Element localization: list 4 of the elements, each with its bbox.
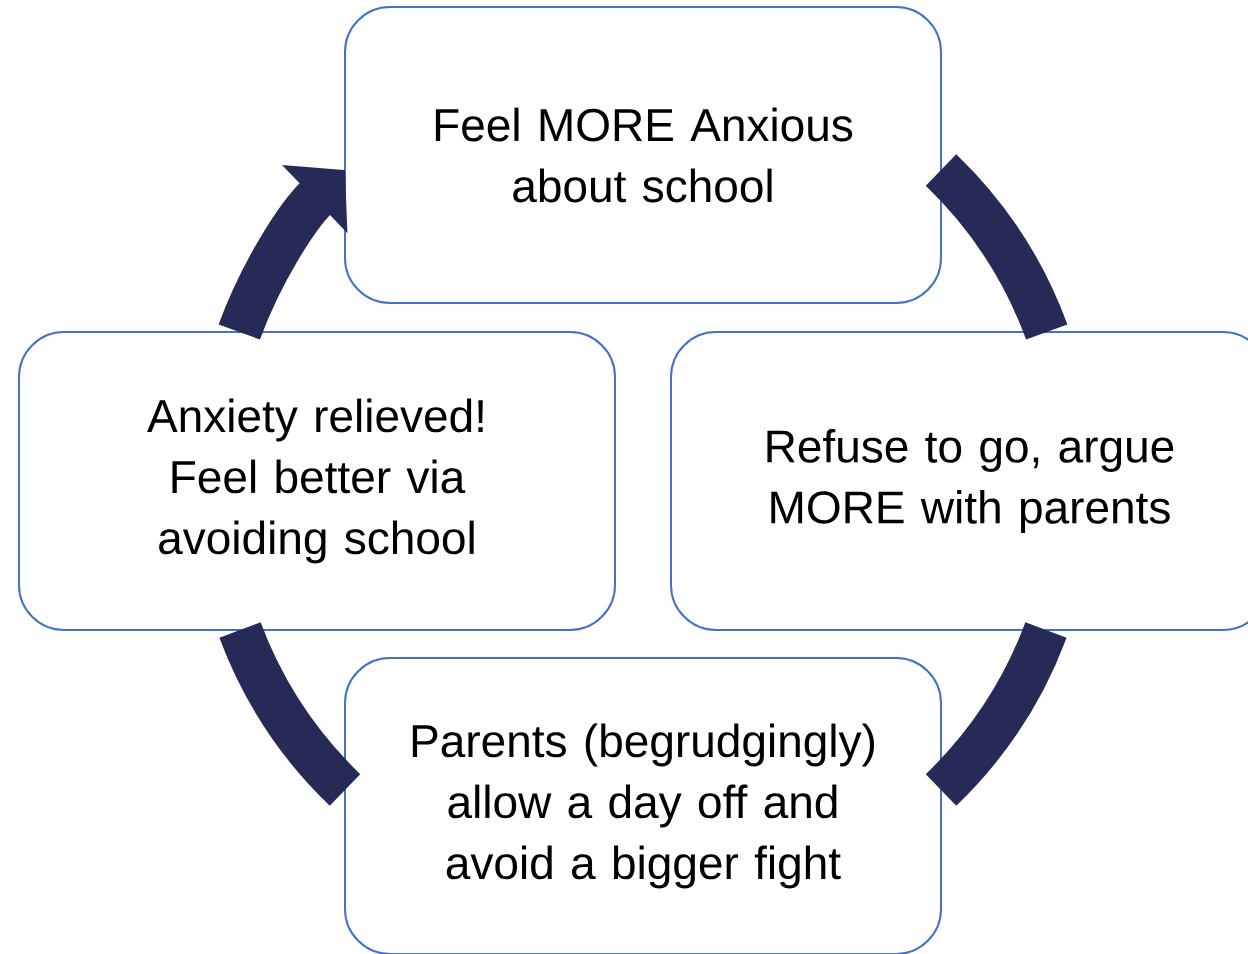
rounded-box: Feel MORE Anxious about school [344, 6, 942, 304]
rounded-box: Parents (begrudgingly) allow a day off and avoid a bigger fight [344, 657, 942, 954]
rounded-box: Refuse to go, argue MORE with parents [670, 331, 1248, 631]
rounded-box: Anxiety relieved! Feel better via avoiding school [18, 331, 616, 631]
